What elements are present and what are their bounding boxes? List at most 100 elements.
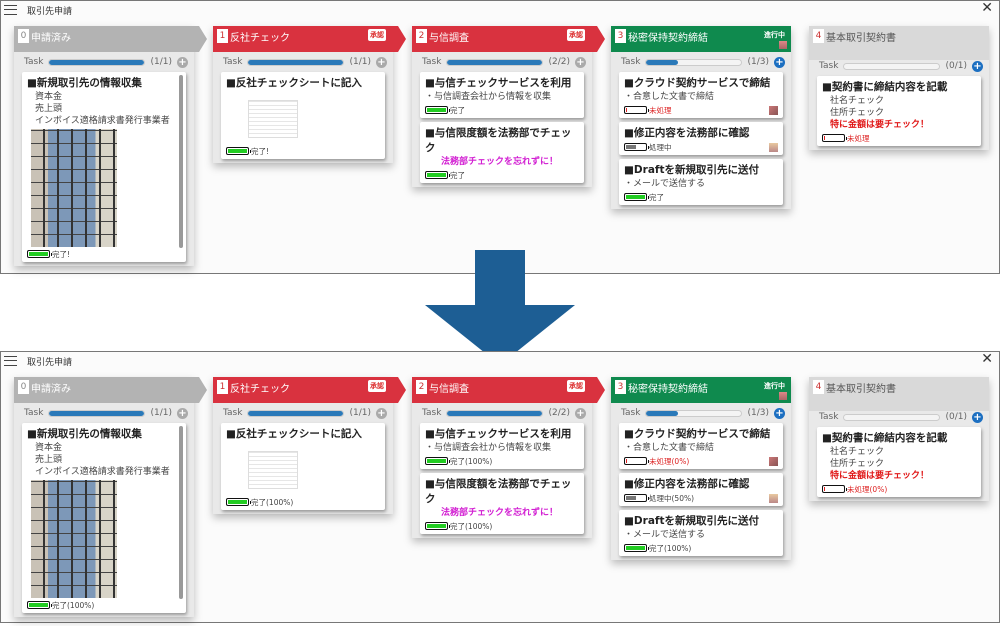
task-card[interactable]: ■クラウド契約サービスで締結・合意した文書で締結未処理 (619, 72, 783, 118)
task-detail-line: 売上頭 (35, 104, 63, 114)
add-task-button[interactable]: + (177, 56, 188, 68)
building-photo[interactable] (31, 129, 117, 247)
in-progress-badge: 進行中 (764, 31, 785, 39)
task-card[interactable]: ■与信チェックサービスを利用・与信調査会社から情報を収集完了 (420, 72, 584, 118)
task-card[interactable]: ■Draftを新規取引先に送付・メールで送信する完了(100%) (619, 510, 783, 556)
status-label: 完了! (251, 146, 270, 156)
battery-status-icon (624, 457, 649, 465)
task-card[interactable]: ■Draftを新規取引先に送付・メールで送信する完了 (619, 159, 783, 205)
assignee-avatar[interactable] (769, 106, 778, 115)
task-card[interactable]: ■与信限度額を法務部でチェック法務部チェックを忘れずに！完了(100%) (420, 473, 584, 534)
task-card[interactable]: ■契約書に締結内容を記載社名チェック住所チェック特に金額は要チェック！未処理 (817, 76, 981, 146)
task-bullet-line: ・合意した文書で締結 (624, 92, 715, 102)
menu-icon[interactable] (4, 5, 17, 15)
check-sheet-thumbnail[interactable] (248, 100, 298, 138)
battery-status-icon (624, 494, 649, 502)
task-progress-bar (446, 409, 544, 417)
task-count: (1/1) (349, 57, 371, 67)
task-card[interactable]: ■クラウド契約サービスで締結・合意した文書で締結未処理(0%) (619, 423, 783, 469)
add-task-button[interactable]: + (774, 407, 785, 419)
stage-number: 4 (813, 380, 824, 394)
task-note: 法務部チェックを忘れずに！ (441, 508, 559, 518)
task-progress-row: Task(1/1)+ (213, 52, 393, 72)
add-task-button[interactable]: + (376, 407, 387, 419)
task-progress-row: Task(0/1)+ (809, 56, 989, 76)
task-label: Task (422, 57, 442, 67)
task-status: 完了(100%) (27, 600, 172, 610)
scrollbar[interactable] (179, 426, 183, 599)
approve-badge[interactable]: 承認 (370, 382, 384, 390)
task-count: (1/1) (150, 57, 172, 67)
scrollbar[interactable] (179, 75, 183, 248)
status-label: 未処理(0%) (847, 484, 888, 494)
task-label: Task (819, 61, 839, 71)
battery-status-icon (624, 544, 649, 552)
task-card[interactable]: ■新規取引先の情報収集資本金売上頭インボイス適格請求書発行事業者完了(100%) (22, 423, 186, 613)
task-card[interactable]: ■修正内容を法務部に確認処理中 (619, 122, 783, 155)
page-title: 取引先申請 (27, 358, 73, 368)
task-label: Task (422, 408, 442, 418)
task-detail-line: 社名チェック (830, 447, 885, 457)
task-progress-row: Task(1/3)+ (611, 52, 791, 72)
task-card[interactable]: ■与信チェックサービスを利用・与信調査会社から情報を収集完了(100%) (420, 423, 584, 469)
task-status: 未処理(0%) (624, 456, 778, 466)
assignee-avatar[interactable] (769, 457, 778, 466)
task-progress-bar (645, 409, 743, 417)
task-card[interactable]: ■修正内容を法務部に確認処理中(50%) (619, 473, 783, 506)
approve-badge[interactable]: 承認 (569, 382, 583, 390)
task-title: ■与信限度額を法務部でチェック (425, 127, 572, 154)
task-detail-line: 売上頭 (35, 455, 63, 465)
add-task-button[interactable]: + (972, 411, 983, 423)
status-label: 未処理 (649, 105, 672, 115)
status-label: 完了 (450, 170, 465, 180)
task-card[interactable]: ■新規取引先の情報収集資本金売上頭インボイス適格請求書発行事業者完了! (22, 72, 186, 262)
task-progress-bar (48, 58, 146, 66)
task-progress-bar (645, 58, 743, 66)
battery-status-icon (226, 498, 251, 506)
battery-status-icon (624, 193, 649, 201)
task-card[interactable]: ■反社チェックシートに記入完了(100%) (221, 423, 385, 510)
check-sheet-thumbnail[interactable] (248, 451, 298, 489)
assignee-avatar[interactable] (769, 143, 778, 152)
close-icon[interactable]: ✕ (981, 0, 993, 16)
add-task-button[interactable]: + (575, 56, 586, 68)
battery-fill (228, 149, 247, 153)
close-icon[interactable]: ✕ (981, 351, 993, 367)
add-task-button[interactable]: + (177, 407, 188, 419)
add-task-button[interactable]: + (774, 56, 785, 68)
add-task-button[interactable]: + (972, 60, 983, 72)
task-card[interactable]: ■与信限度額を法務部でチェック法務部チェックを忘れずに！完了 (420, 122, 584, 183)
task-progress-row: Task(1/3)+ (611, 403, 791, 423)
task-note: 特に金額は要チェック！ (830, 471, 930, 481)
battery-fill (824, 136, 825, 140)
stage-name: 基本取引契約書 (826, 33, 896, 44)
add-task-button[interactable]: + (376, 56, 387, 68)
status-label: 完了(100%) (649, 543, 692, 553)
approve-badge[interactable]: 承認 (569, 31, 583, 39)
assignee-avatar[interactable] (769, 494, 778, 503)
task-card[interactable]: ■契約書に締結内容を記載社名チェック住所チェック特に金額は要チェック！未処理(0… (817, 427, 981, 497)
task-title: ■反社チェックシートに記入 (226, 428, 362, 440)
task-status: 未処理 (822, 133, 976, 143)
approve-badge[interactable]: 承認 (370, 31, 384, 39)
status-label: 完了(100%) (450, 456, 493, 466)
menu-icon[interactable] (4, 356, 17, 366)
task-card[interactable]: ■反社チェックシートに記入完了! (221, 72, 385, 159)
building-photo[interactable] (31, 480, 117, 598)
battery-fill (626, 108, 627, 112)
stage-name: 基本取引契約書 (826, 384, 896, 395)
add-task-button[interactable]: + (575, 407, 586, 419)
